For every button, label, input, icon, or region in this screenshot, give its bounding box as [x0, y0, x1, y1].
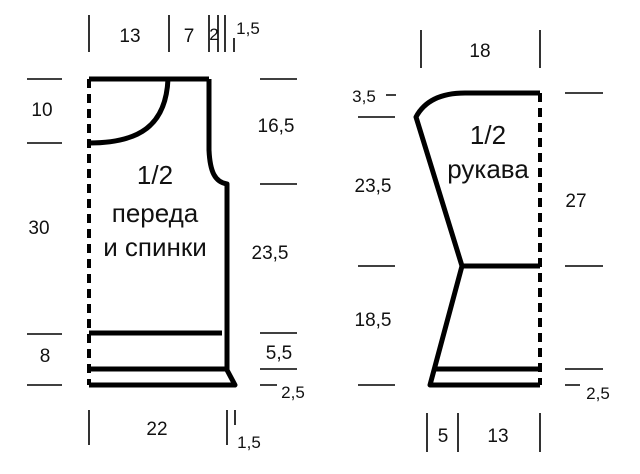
dimension-label: 1,5 — [236, 19, 260, 38]
dimension-label: 30 — [28, 218, 49, 239]
dimension-label: 13 — [487, 426, 508, 447]
dimension-label: 23,5 — [252, 243, 289, 264]
left-dimensions: 10 30 8 — [27, 78, 62, 386]
front-back-piece: 1/2 переда и спинки 13 7 2 1,5 10 30 8 1… — [27, 15, 305, 452]
dimension-label: 10 — [31, 100, 52, 121]
dimension-label: 22 — [146, 419, 167, 440]
right-dimensions: 27 2,5 — [565, 92, 610, 403]
sleeve-piece: 1/2 рукава 18 3,5 23,5 18,5 27 2,5 5 13 — [352, 30, 610, 452]
neckline — [88, 78, 171, 146]
dimension-label: 3,5 — [352, 87, 376, 106]
piece-fraction: 1/2 — [137, 160, 173, 190]
dimension-label: 2,5 — [281, 383, 305, 402]
dimension-label: 7 — [184, 26, 195, 47]
dimension-label: 13 — [119, 26, 140, 47]
dimension-label: 2,5 — [586, 384, 610, 403]
piece-name: переда — [112, 198, 199, 228]
right-dimensions: 16,5 23,5 5,5 2,5 — [252, 78, 305, 402]
dimension-label: 2 — [209, 25, 218, 44]
piece-name: рукава — [447, 154, 529, 184]
top-dimensions: 18 — [420, 30, 541, 68]
dimension-label: 5,5 — [266, 343, 292, 364]
top-dimensions: 13 7 2 1,5 — [88, 15, 260, 52]
dimension-label: 23,5 — [355, 176, 392, 197]
dimension-label: 5 — [438, 426, 449, 447]
sleeve-outline — [413, 90, 540, 388]
dimension-label: 8 — [40, 346, 51, 367]
dimension-label: 18 — [469, 41, 490, 62]
piece-name: и спинки — [103, 232, 207, 262]
bottom-dimensions: 5 13 — [426, 413, 541, 452]
dimension-label: 1,5 — [237, 433, 261, 452]
left-dimensions: 3,5 23,5 18,5 — [352, 87, 396, 386]
dimension-label: 27 — [565, 191, 586, 212]
bottom-dimensions: 22 1,5 — [88, 410, 261, 452]
dimension-label: 16,5 — [258, 116, 295, 137]
side-outline — [89, 79, 238, 388]
dimension-label: 18,5 — [355, 310, 392, 331]
piece-fraction: 1/2 — [470, 120, 506, 150]
